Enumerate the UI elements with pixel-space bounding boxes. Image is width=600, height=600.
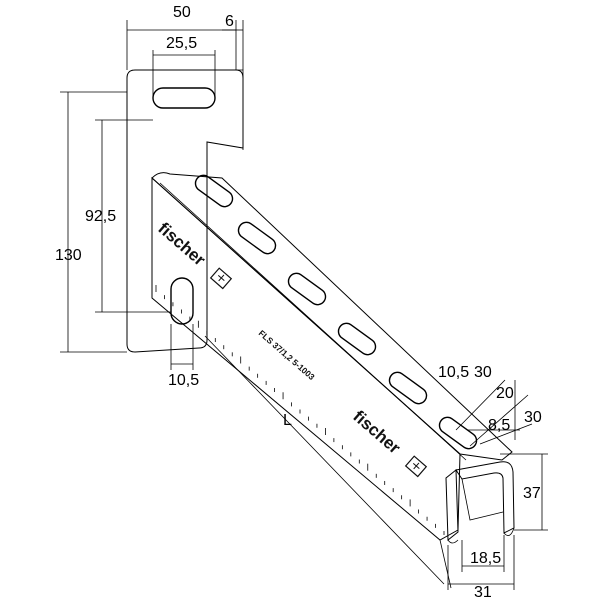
dim-hole-width: 10,5 <box>168 372 199 389</box>
model-label: FLS 37/1,2 5-1003 <box>257 328 317 382</box>
dim-slot-width: 25,5 <box>166 35 197 52</box>
dim-height-slot: 92,5 <box>85 208 116 225</box>
plate-lower-hole <box>170 277 194 325</box>
dim-top-width: 50 <box>173 4 191 21</box>
svg-text:fischer: fischer <box>349 407 404 458</box>
dim-slot-20: 20 <box>496 385 514 402</box>
svg-text:FLS 37/1,2 5-1003: FLS 37/1,2 5-1003 <box>257 328 317 382</box>
dim-slot-10-5: 10,5 <box>438 364 469 381</box>
arm-top-flange <box>151 172 513 461</box>
dim-length: L <box>283 412 292 429</box>
scale-ticks <box>155 285 445 535</box>
dim-slot-30a: 30 <box>474 364 492 381</box>
dim-profile-height: 37 <box>523 485 541 502</box>
arm-slots <box>194 174 478 450</box>
dim-height-total: 130 <box>55 247 82 264</box>
profile-end <box>445 461 515 544</box>
dim-profile-width: 31 <box>474 584 492 600</box>
svg-text:fischer: fischer <box>154 219 209 270</box>
brand-logo-2: fischer <box>349 407 428 478</box>
plate-slot <box>152 87 216 109</box>
dimension-labels: 50 6 25,5 130 92,5 10,5 L 10,5 30 20 30 … <box>55 4 542 600</box>
dim-profile-inner: 18,5 <box>470 550 501 567</box>
dim-slot-8-5: 8,5 <box>488 417 510 434</box>
dim-slot-30b: 30 <box>524 409 542 426</box>
wall-plate <box>126 69 244 353</box>
brand-logo-1: fischer <box>154 219 233 290</box>
dim-top-thickness: 6 <box>225 13 234 30</box>
dimension-lines <box>60 20 548 590</box>
